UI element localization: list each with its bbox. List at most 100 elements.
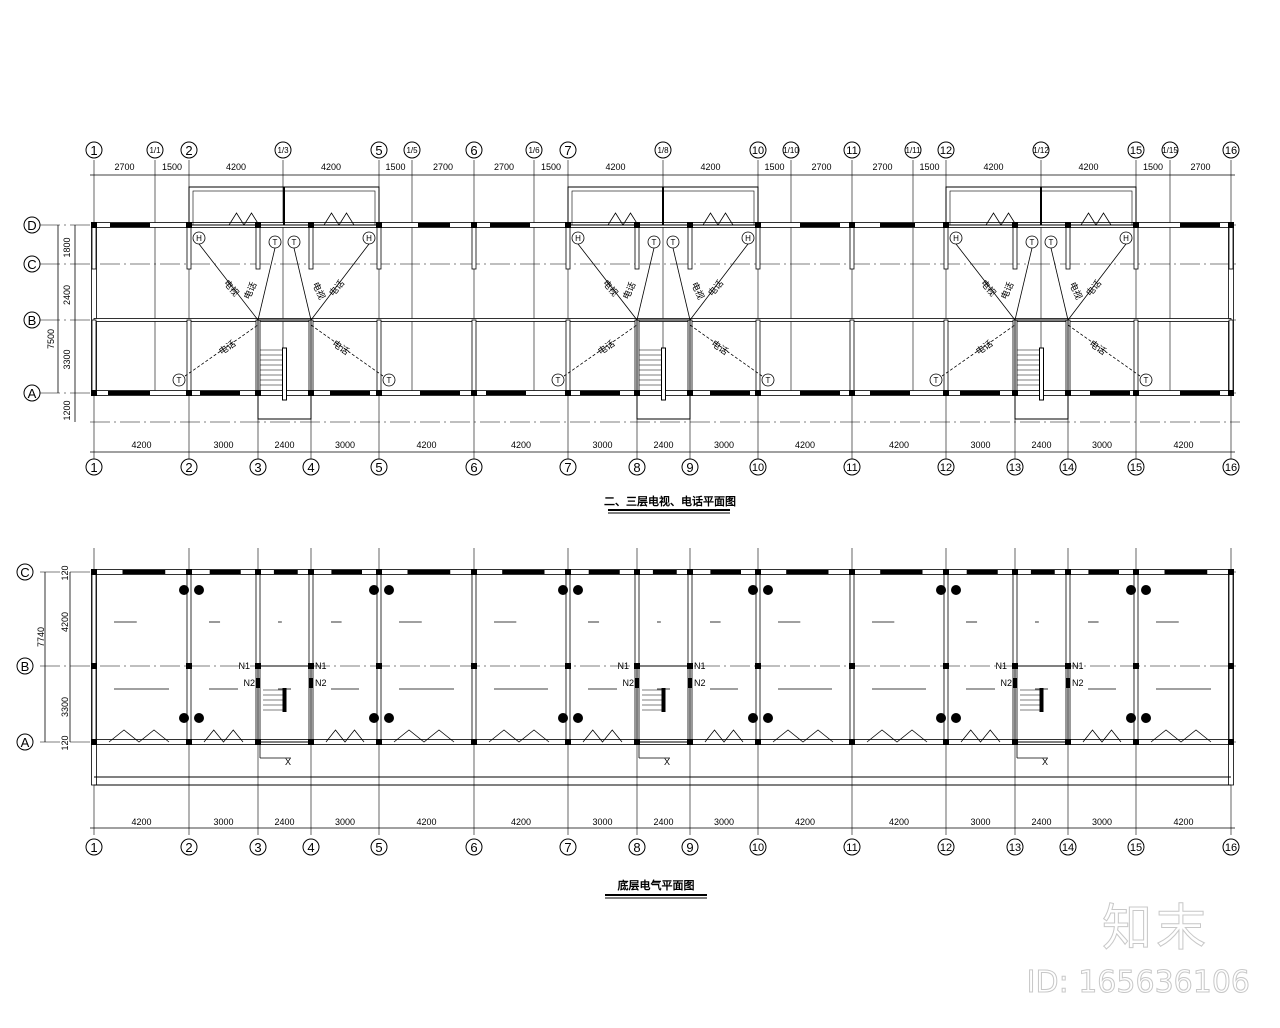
distribution-panel [1013, 678, 1017, 688]
upper-plan-title: 二、三层电视、电话平面图 [604, 494, 736, 508]
axis-label: 2 [185, 143, 192, 158]
outlet-symbol: T [1144, 376, 1149, 385]
top-dimension: 4200 [983, 162, 1003, 172]
bottom-dimension: 4200 [795, 440, 815, 450]
wall-lamp-icon [936, 585, 946, 595]
stairwell [257, 319, 312, 420]
top-axis-bubble [843, 141, 861, 159]
axis-label: 1 [90, 840, 97, 855]
structural-column [186, 222, 192, 228]
outlet-symbol: H [1123, 234, 1129, 243]
wall [1012, 224, 1018, 270]
bottom-axis-bubble [749, 838, 767, 856]
window [960, 391, 1000, 395]
door-swing [488, 729, 550, 743]
phone-cable [1050, 247, 1069, 321]
structural-column [91, 739, 97, 745]
structural-column [634, 222, 640, 228]
structural-column [186, 663, 192, 669]
axis-label: B [21, 659, 30, 674]
structural-column [255, 739, 261, 745]
top-axis-bubble [403, 141, 421, 159]
structural-column [376, 390, 382, 396]
top-axis-bubble [559, 141, 577, 159]
structural-column [91, 222, 97, 228]
structural-column [687, 739, 693, 745]
phone-wire-label: 电话 [1087, 337, 1108, 356]
structural-column [255, 569, 261, 575]
axis-label: 2 [185, 840, 192, 855]
bottom-dimension: 3000 [335, 817, 355, 827]
window [200, 391, 240, 395]
bottom-dimension: 4200 [1173, 440, 1193, 450]
window [1090, 391, 1130, 395]
window [966, 570, 998, 574]
bottom-axis-bubble [749, 458, 767, 476]
bottom-dimension: 3000 [714, 817, 734, 827]
wall [1133, 224, 1139, 270]
wall-lamp-icon [1126, 585, 1136, 595]
bottom-axis-bubble [180, 458, 198, 476]
window [1030, 570, 1055, 574]
structural-column [943, 222, 949, 228]
axis-label: 1/8 [657, 146, 669, 155]
panel-label-n2: N2 [1000, 678, 1012, 688]
distribution-panel [688, 678, 692, 688]
row-axis-bubble [16, 563, 34, 581]
distribution-panel [309, 678, 313, 688]
axis-label: 9 [686, 460, 693, 475]
window [1180, 223, 1220, 227]
top-axis-bubble [146, 141, 164, 159]
bottom-axis-bubble [1006, 838, 1024, 856]
phone-wire-label: 电话 [705, 277, 725, 298]
window [870, 391, 910, 395]
wall [376, 319, 382, 394]
wall-lamp-icon [179, 585, 189, 595]
structural-column [376, 739, 382, 745]
distribution-panel [1066, 678, 1070, 688]
axis-label: D [27, 218, 36, 233]
wall [376, 224, 382, 270]
bottom-axis-bubble [1222, 838, 1240, 856]
wall [943, 224, 949, 270]
door-swing [1082, 729, 1122, 743]
axis-label: 16 [1225, 842, 1237, 854]
row-dimension: 3300 [62, 349, 72, 369]
axis-label: 1 [90, 460, 97, 475]
distribution-panel [635, 678, 639, 688]
door-swing [325, 729, 365, 743]
outlet-symbol: T [1030, 238, 1035, 247]
top-dimension: 1500 [541, 162, 561, 172]
structural-column [943, 390, 949, 396]
wall-lamp-icon [369, 585, 379, 595]
bottom-dimension: 2400 [653, 440, 673, 450]
structural-column [255, 663, 261, 669]
phone-wire-label: 电话 [1083, 277, 1103, 298]
axis-label: 4 [307, 460, 314, 475]
axis-label: 1 [90, 143, 97, 158]
structural-column [687, 390, 693, 396]
structural-column [255, 390, 261, 396]
wall [943, 319, 949, 394]
bottom-axis-bubble [180, 838, 198, 856]
axis-label: 11 [846, 462, 857, 474]
wall-lamp-icon [194, 585, 204, 595]
bottom-axis-bubble [302, 838, 320, 856]
phone-wire-label: 电话 [620, 280, 638, 301]
wall-lamp-icon [573, 713, 583, 723]
bottom-axis-bubble [1127, 458, 1145, 476]
axis-label: 1/5 [406, 146, 418, 155]
axis-label: 14 [1062, 842, 1074, 854]
wall [186, 319, 192, 394]
structural-column [186, 569, 192, 575]
axis-label: B [28, 313, 37, 328]
structural-column [1228, 390, 1234, 396]
row-dimension: 1200 [62, 400, 72, 420]
door-swing [866, 729, 928, 743]
top-dimension: 4200 [700, 162, 720, 172]
structural-column [471, 222, 477, 228]
structural-column [943, 739, 949, 745]
wall [755, 319, 761, 394]
